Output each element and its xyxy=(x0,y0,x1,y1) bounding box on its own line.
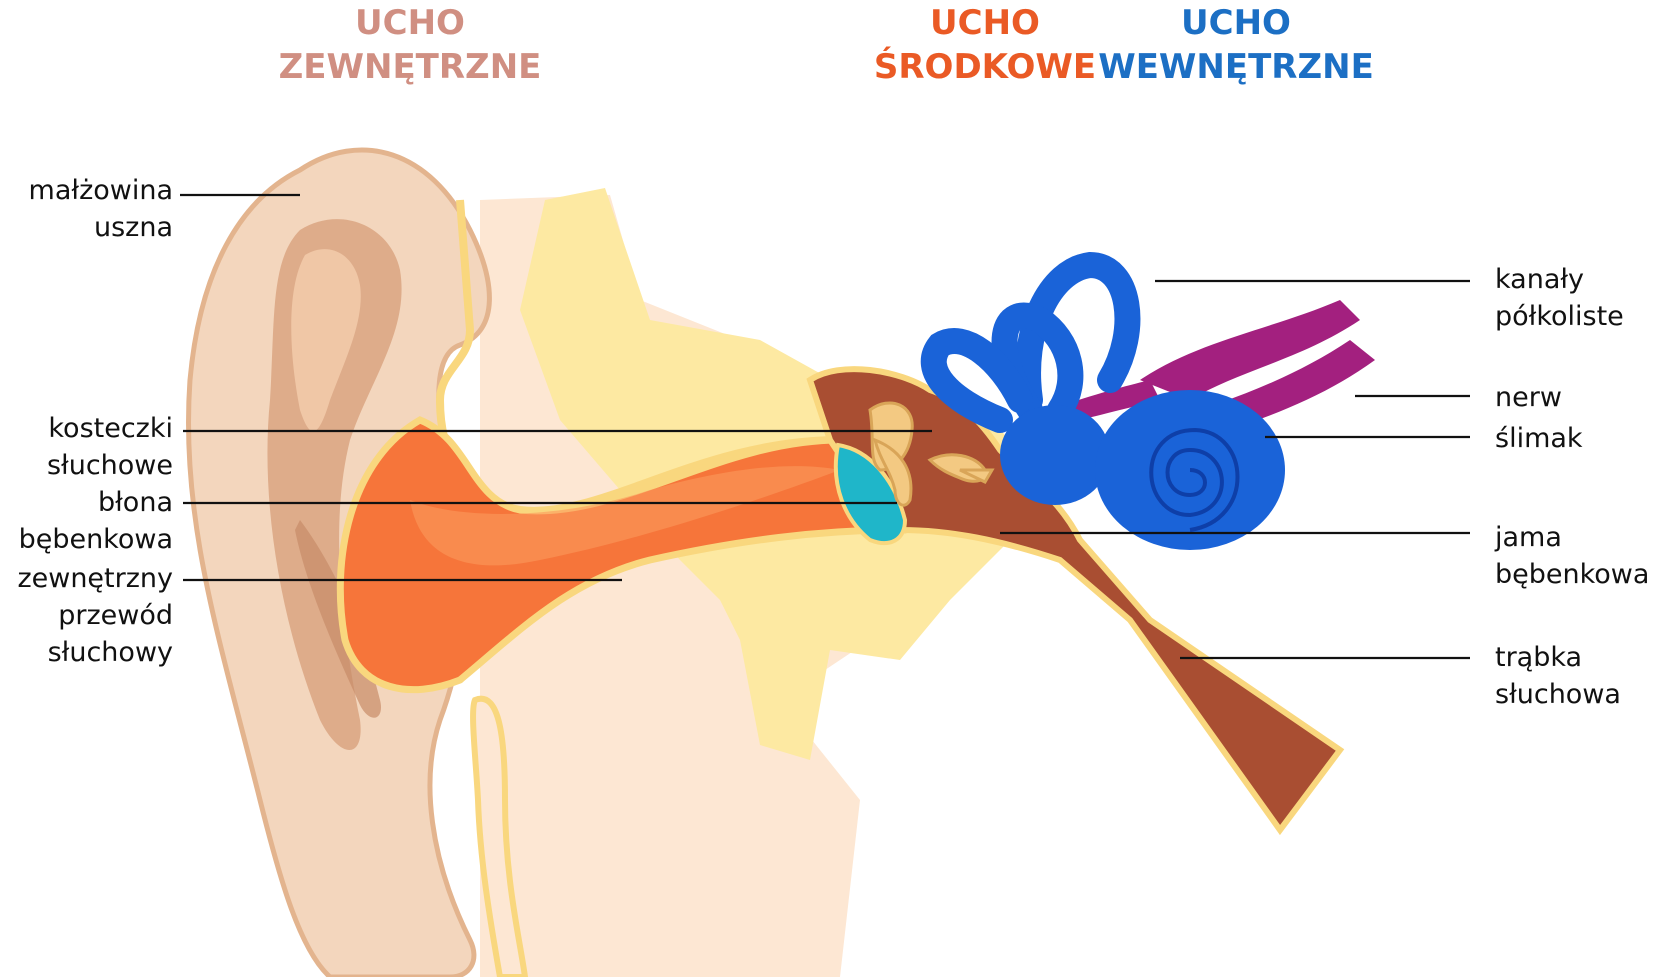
label-ossicles-line1: kosteczki xyxy=(48,413,173,444)
label-nerve: nerw xyxy=(1495,382,1562,413)
label-tympanic-cavity-line2: bębenkowa xyxy=(1495,559,1649,590)
section-title-middle-line2: ŚRODKOWE xyxy=(874,46,1096,87)
section-title-outer-ear: UCHO ZEWNĘTRZNE xyxy=(279,3,542,87)
label-semicircular-canals-line1: kanały xyxy=(1495,264,1584,295)
label-auricle-line2: uszna xyxy=(94,212,173,243)
label-eustachian-tube: trąbka słuchowa xyxy=(1495,642,1621,710)
label-tympanic-cavity: jama bębenkowa xyxy=(1494,522,1649,590)
label-ear-canal-line2: przewód xyxy=(58,600,173,631)
label-ossicles-line2: słuchowe xyxy=(47,450,173,481)
label-cochlea-line1: ślimak xyxy=(1495,423,1583,454)
section-title-middle-ear: UCHO ŚRODKOWE xyxy=(874,3,1096,87)
label-ear-canal-line3: słuchowy xyxy=(48,637,173,668)
label-ear-canal-line1: zewnętrzny xyxy=(17,563,173,594)
label-nerve-line1: nerw xyxy=(1495,382,1562,413)
label-eardrum: błona bębenkowa xyxy=(19,487,173,555)
label-eardrum-line2: bębenkowa xyxy=(19,524,173,555)
cochlea xyxy=(1095,390,1285,550)
label-auricle: małżowina uszna xyxy=(29,175,173,243)
label-semicircular-canals-line2: półkoliste xyxy=(1495,301,1624,332)
section-title-inner-line1: UCHO xyxy=(1181,3,1291,43)
label-eustachian-tube-line1: trąbka xyxy=(1495,642,1582,673)
section-title-outer-line1: UCHO xyxy=(355,3,465,43)
label-semicircular-canals: kanały półkoliste xyxy=(1495,264,1624,332)
section-title-middle-line1: UCHO xyxy=(930,3,1040,43)
section-title-outer-line2: ZEWNĘTRZNE xyxy=(279,47,542,87)
label-tympanic-cavity-line1: jama xyxy=(1494,522,1562,553)
label-ear-canal: zewnętrzny przewód słuchowy xyxy=(17,563,173,668)
label-ossicles: kosteczki słuchowe xyxy=(47,413,173,481)
section-title-inner-ear: UCHO WEWNĘTRZNE xyxy=(1098,3,1374,87)
label-eustachian-tube-line2: słuchowa xyxy=(1495,679,1621,710)
label-cochlea: ślimak xyxy=(1495,423,1583,454)
section-title-inner-line2: WEWNĘTRZNE xyxy=(1098,47,1374,87)
label-auricle-line1: małżowina xyxy=(29,175,173,206)
label-eardrum-line1: błona xyxy=(98,487,173,518)
vestibule xyxy=(1000,405,1110,505)
